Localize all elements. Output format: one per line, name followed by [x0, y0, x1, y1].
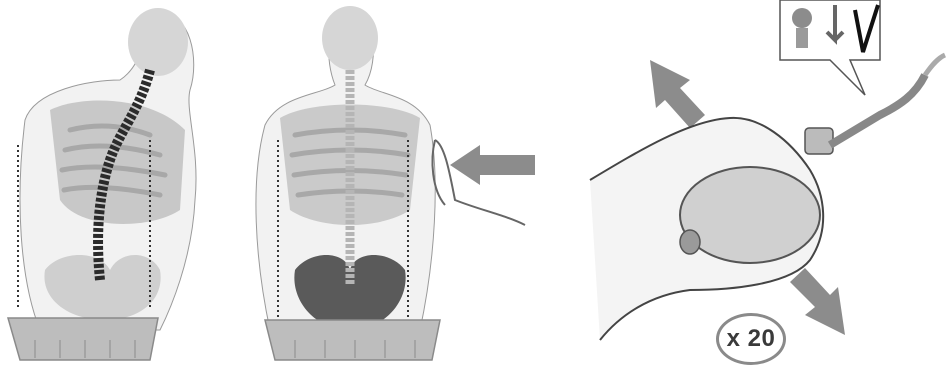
press-arrow-bottom [790, 268, 845, 335]
curved-spine-illustration [0, 0, 210, 373]
scoliosis-panel [0, 0, 210, 373]
repetitions-label: x 20 [727, 325, 776, 353]
press-arrow-top [650, 60, 705, 128]
straight-spine-illustration [240, 0, 540, 373]
corrected-posture-panel [240, 0, 540, 373]
repetitions-badge: x 20 [716, 313, 786, 365]
